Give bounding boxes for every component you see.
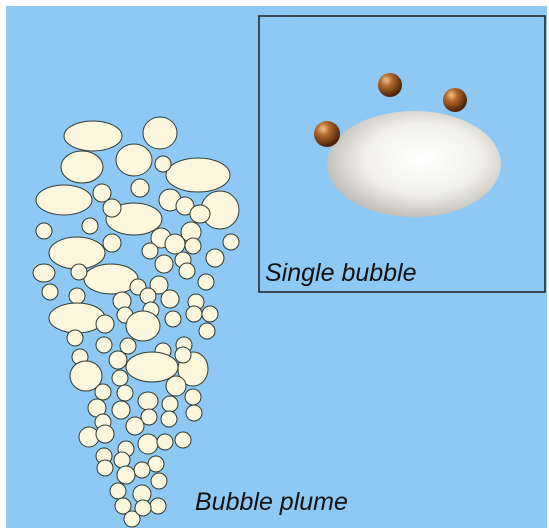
plume-bubble [174, 346, 192, 364]
plume-bubble [222, 233, 240, 251]
plume-bubble [160, 289, 180, 309]
plume-bubble [32, 263, 56, 283]
plume-bubble [108, 350, 128, 370]
plume-bubble [139, 287, 157, 305]
plume-bubble [66, 329, 84, 347]
plume-bubble [174, 431, 192, 449]
plume-bubble [48, 302, 106, 334]
plume-bubble [165, 157, 231, 193]
bubble-plume-label: Bubble plume [195, 488, 348, 516]
plume-bubble [95, 336, 113, 354]
single-bubble-label: Single bubble [265, 259, 417, 287]
plume-bubble [102, 233, 122, 253]
inset-frame [258, 15, 546, 293]
plume-bubble [137, 391, 159, 411]
plume-bubble [198, 322, 216, 340]
plume-bubble [184, 237, 202, 255]
plume-bubble [35, 184, 93, 216]
plume-bubble [154, 155, 172, 173]
plume-bubble [94, 383, 112, 401]
plume-bubble [123, 510, 141, 528]
plume-bubble [114, 497, 132, 515]
plume-bubble [185, 305, 203, 323]
plume-bubble [69, 360, 103, 392]
plume-bubble [149, 497, 167, 515]
particle [314, 121, 340, 147]
plume-bubble [175, 196, 195, 216]
plume-bubble [149, 275, 169, 295]
plume-bubble [96, 459, 114, 477]
plume-bubble [111, 400, 131, 420]
plume-bubble [68, 287, 86, 305]
plume-bubble [178, 262, 196, 280]
plume-bubble [130, 178, 150, 198]
plume-bubble [160, 410, 178, 428]
plume-bubble [111, 369, 129, 387]
plume-bubble [184, 388, 202, 406]
plume-bubble [164, 233, 186, 255]
plume-bubble [134, 499, 152, 517]
plume-bubble [142, 116, 178, 150]
plume-bubble [115, 143, 153, 177]
plume-bubble [109, 482, 127, 500]
plume-bubble [95, 314, 115, 334]
plume-bubble [161, 395, 179, 413]
plume-bubble [81, 217, 99, 235]
plume-bubble [70, 263, 88, 281]
plume-bubble [102, 198, 122, 218]
plume-bubble [205, 248, 225, 268]
single-bubble-inset: Single bubble [258, 15, 546, 293]
bubble-plume [32, 116, 240, 528]
plume-bubble [137, 433, 159, 455]
plume-bubble [95, 424, 115, 444]
plume-bubble [133, 461, 151, 479]
single-bubble [327, 111, 501, 217]
plume-bubble [125, 310, 161, 342]
plume-bubble [35, 222, 53, 240]
particle [378, 73, 402, 97]
plume-bubble [116, 465, 136, 485]
plume-bubble [150, 472, 168, 490]
plume-bubble [60, 150, 104, 184]
plume-bubble [92, 183, 112, 203]
plume-bubble [164, 310, 182, 328]
plume-bubble [156, 433, 174, 451]
plume-bubble [154, 254, 174, 274]
plume-bubble [125, 416, 145, 436]
plume-bubble [197, 273, 215, 291]
plume-bubble [63, 120, 123, 152]
plume-bubble [116, 384, 134, 402]
plume-bubble [185, 404, 203, 422]
plume-bubble [119, 337, 137, 355]
plume-bubble [141, 242, 159, 260]
plume-bubble [165, 375, 187, 397]
plume-bubble [140, 408, 158, 426]
plume-bubble [201, 305, 219, 323]
plume-bubble [41, 283, 59, 301]
plume-bubble [113, 451, 131, 469]
plume-bubble [189, 204, 211, 224]
particle [443, 88, 467, 112]
